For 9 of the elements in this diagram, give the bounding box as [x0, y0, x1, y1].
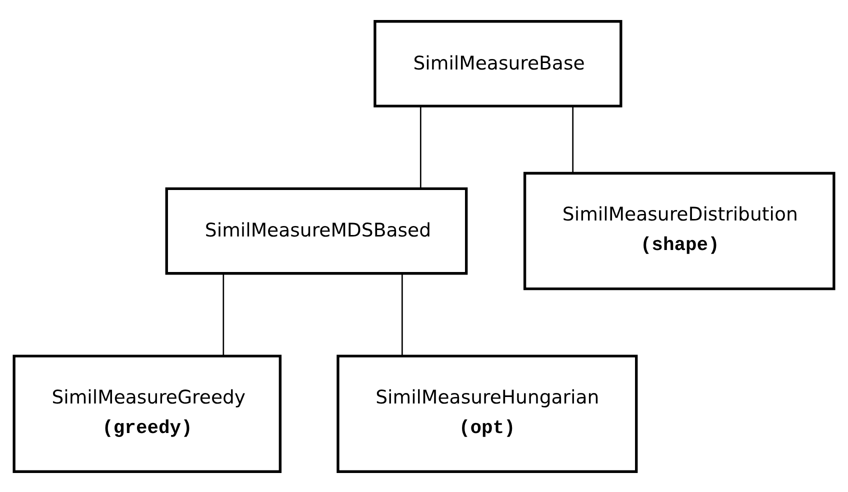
connector: [420, 106, 422, 188]
node-box: SimilMeasureGreedy (greedy): [12, 354, 282, 472]
node-box: SimilMeasureBase: [374, 20, 622, 107]
node-box: SimilMeasureHungarian (opt): [336, 354, 638, 472]
node-box: SimilMeasureDistribution (shape): [523, 171, 836, 290]
node-box: SimilMeasureMDSBased: [165, 186, 468, 274]
connector: [572, 106, 574, 172]
connector: [401, 272, 403, 356]
connector: [222, 272, 224, 356]
